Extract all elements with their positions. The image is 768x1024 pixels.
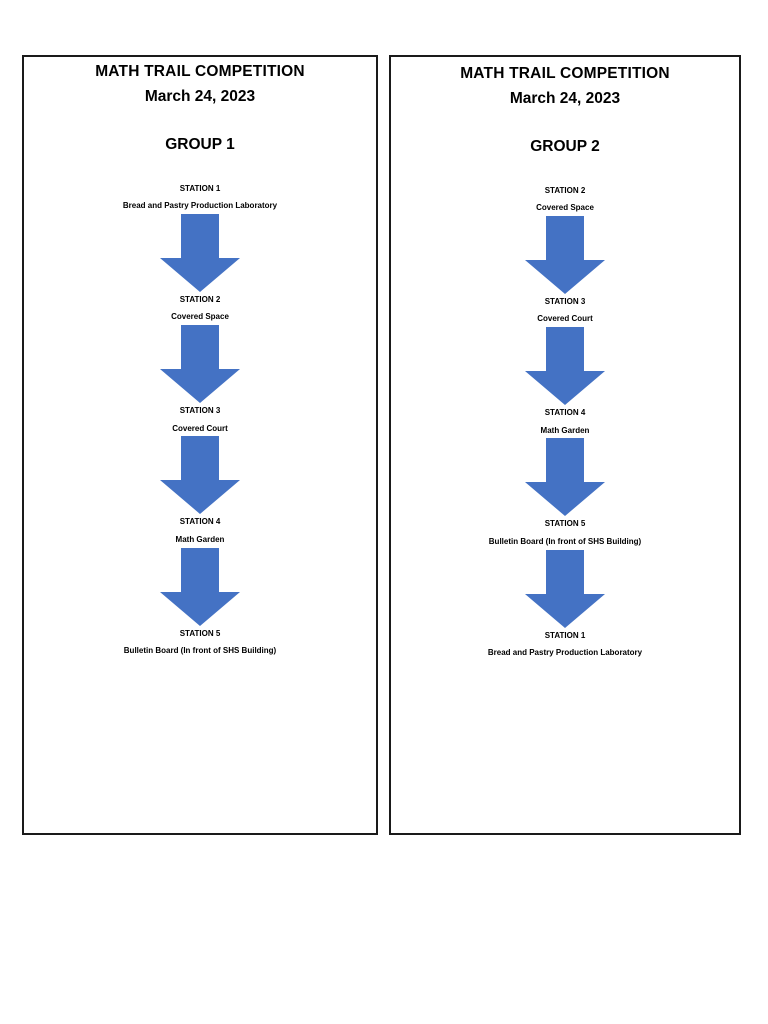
station-title: STATION 2 [179,294,221,304]
station-flow-group-1: STATION 1 Bread and Pastry Production La… [24,183,376,656]
station-node: STATION 5 Bulletin Board (In front of SH… [24,628,376,656]
down-arrow-icon [525,327,605,406]
group-label: GROUP 2 [530,137,600,155]
station-title: STATION 4 [179,517,221,527]
station-place: Bulletin Board (In front of SHS Building… [488,536,642,546]
station-place: Math Garden [540,425,590,435]
station-place: Covered Court [172,423,228,433]
station-place: Covered Court [537,314,593,324]
down-arrow-icon [160,547,240,626]
station-title: STATION 5 [544,519,586,529]
station-node: STATION 4 Math Garden [24,518,376,544]
station-title: STATION 1 [179,183,221,193]
station-title: STATION 2 [544,185,586,195]
station-place: Covered Space [536,203,594,213]
station-place: Bread and Pastry Production Laboratory [122,201,278,211]
station-node: STATION 1 Bread and Pastry Production La… [24,183,376,211]
down-arrow-icon [525,438,605,517]
competition-date: March 24, 2023 [144,88,256,106]
competition-title: MATH TRAIL COMPETITION [95,63,305,80]
down-arrow-icon [160,213,240,292]
station-title: STATION 1 [544,630,586,640]
station-title: STATION 3 [179,406,221,416]
station-node: STATION 2 Covered Space [24,294,376,322]
station-node: STATION 5 Bulletin Board (In front of SH… [391,520,739,546]
down-arrow-icon [160,436,240,515]
station-node: STATION 4 Math Garden [391,408,739,435]
group-label: GROUP 1 [165,135,235,153]
down-arrow-icon [525,215,605,294]
down-arrow-icon [160,325,240,404]
competition-title: MATH TRAIL COMPETITION [460,65,670,82]
station-title: STATION 5 [179,628,221,638]
panel-content-group-1: MATH TRAIL COMPETITION March 24, 2023 GR… [24,57,376,833]
station-node: STATION 3 Covered Court [391,296,739,324]
flowchart-panel-group-1: MATH TRAIL COMPETITION March 24, 2023 GR… [22,55,378,835]
station-place: Bread and Pastry Production Laboratory [487,648,643,658]
station-flow-group-2: STATION 2 Covered Space STATION 3 Covere… [391,185,739,658]
station-place: Math Garden [175,534,225,544]
panel-content-group-2: MATH TRAIL COMPETITION March 24, 2023 GR… [391,57,739,833]
station-place: Covered Space [171,312,229,322]
station-title: STATION 3 [544,296,586,306]
competition-date: March 24, 2023 [509,90,621,108]
station-node: STATION 2 Covered Space [391,185,739,213]
down-arrow-icon [525,549,605,628]
station-node: STATION 1 Bread and Pastry Production La… [391,630,739,658]
station-title: STATION 4 [544,408,586,418]
station-place: Bulletin Board (In front of SHS Building… [123,646,277,656]
flowchart-panel-group-2: MATH TRAIL COMPETITION March 24, 2023 GR… [389,55,741,835]
station-node: STATION 3 Covered Court [24,406,376,433]
